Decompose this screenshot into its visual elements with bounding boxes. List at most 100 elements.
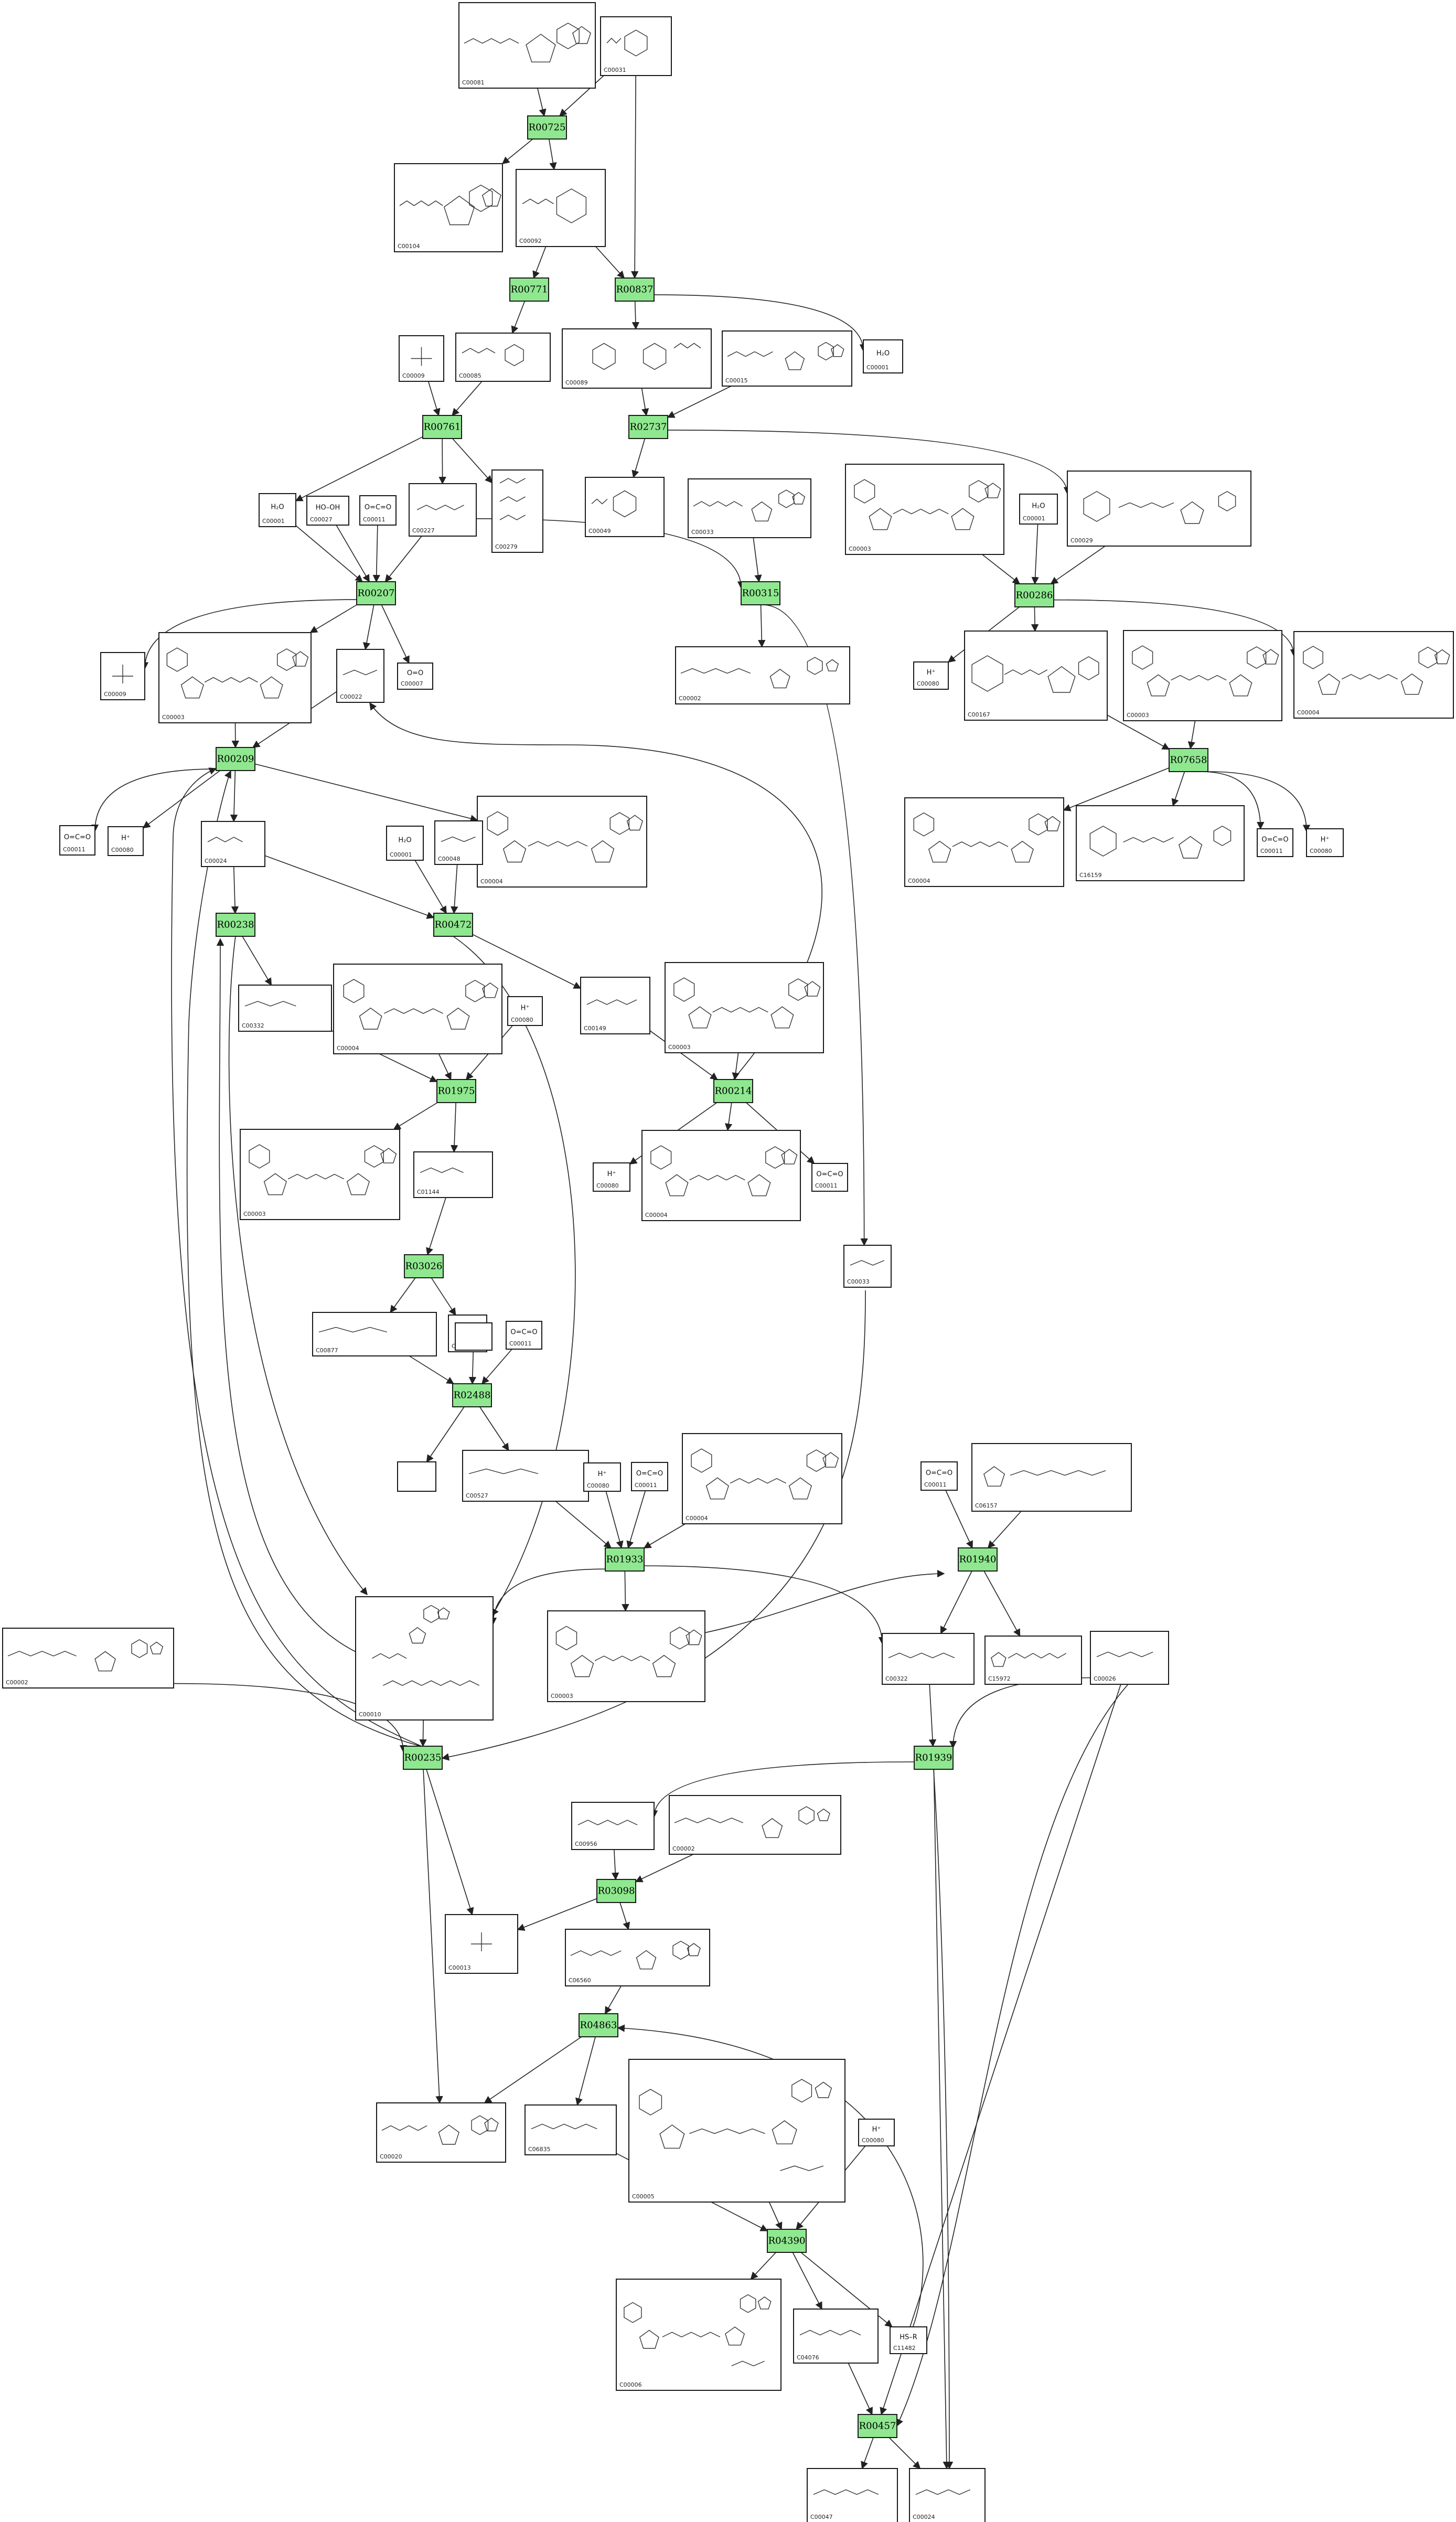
compound-c00033[interactable]: C00033: [843, 1245, 892, 1288]
reaction-r00725[interactable]: R00725: [527, 115, 567, 140]
compound-c06560[interactable]: C06560: [565, 1929, 710, 1986]
reaction-r01939[interactable]: R01939: [914, 1746, 954, 1770]
compound-c00080[interactable]: H⁺C00080: [507, 996, 543, 1026]
reaction-r03026[interactable]: R03026: [404, 1254, 444, 1278]
compound-empty[interactable]: [397, 1461, 436, 1492]
compound-c00956[interactable]: C00956: [571, 1802, 655, 1850]
reaction-r00457[interactable]: R00457: [858, 2414, 897, 2438]
compound-c00003[interactable]: C00003: [547, 1610, 705, 1702]
compound-c00004[interactable]: C00004: [641, 1130, 801, 1221]
compound-c00013[interactable]: C00013: [445, 1914, 518, 1974]
compound-c00004[interactable]: C00004: [682, 1433, 842, 1524]
compound-c00005[interactable]: C00005: [628, 2059, 845, 2203]
compound-c00047[interactable]: C00047: [807, 2468, 898, 2522]
reaction-r00235[interactable]: R00235: [403, 1746, 443, 1770]
compound-c00026[interactable]: C00026: [1090, 1631, 1169, 1685]
reaction-r00209[interactable]: R00209: [216, 747, 255, 771]
compound-c00033[interactable]: C00033: [688, 478, 811, 538]
compound-c00104[interactable]: C00104: [394, 163, 503, 252]
reaction-r00761[interactable]: R00761: [422, 415, 462, 439]
compound-c01144[interactable]: C01144: [413, 1151, 493, 1198]
compound-empty[interactable]: [455, 1322, 493, 1351]
compound-c00024[interactable]: C00024: [909, 2468, 986, 2522]
compound-c04076[interactable]: C04076: [793, 2309, 879, 2364]
reaction-r00472[interactable]: R00472: [433, 913, 473, 937]
compound-c00029[interactable]: C00029: [1067, 471, 1251, 547]
reaction-r01933[interactable]: R01933: [605, 1547, 645, 1572]
compound-c00009[interactable]: C00009: [100, 652, 145, 700]
compound-c00080[interactable]: H⁺C00080: [593, 1162, 630, 1192]
reaction-r02737[interactable]: R02737: [628, 415, 668, 439]
reaction-r03098[interactable]: R03098: [596, 1879, 636, 1903]
compound-c00020[interactable]: C00020: [376, 2102, 506, 2163]
compound-c00227[interactable]: C00227: [409, 483, 477, 537]
compound-c00002[interactable]: C00002: [669, 1795, 841, 1855]
compound-c00003[interactable]: C00003: [845, 464, 1004, 555]
compound-c00167[interactable]: C00167: [964, 630, 1108, 721]
compound-c00080[interactable]: H⁺C00080: [583, 1462, 621, 1492]
compound-c00092[interactable]: C00092: [516, 169, 606, 247]
reaction-r07658[interactable]: R07658: [1169, 748, 1208, 772]
compound-c00322[interactable]: C00322: [882, 1633, 975, 1685]
compound-c00002[interactable]: C00002: [675, 646, 850, 704]
compound-c00003[interactable]: C00003: [240, 1129, 400, 1220]
compound-c15972[interactable]: C15972: [984, 1636, 1082, 1685]
compound-c00080[interactable]: H⁺C00080: [1306, 828, 1344, 857]
compound-c06157[interactable]: C06157: [971, 1443, 1132, 1512]
compound-c00085[interactable]: C00085: [455, 333, 551, 382]
compound-c00031[interactable]: C00031: [600, 16, 672, 76]
compound-c00527[interactable]: C00527: [462, 1450, 589, 1502]
reaction-r00238[interactable]: R00238: [216, 913, 255, 937]
reaction-r04390[interactable]: R04390: [767, 2229, 807, 2253]
compound-c00048[interactable]: C00048: [434, 820, 483, 865]
compound-c00279[interactable]: C00279: [491, 469, 543, 553]
compound-c00149[interactable]: C00149: [580, 977, 650, 1034]
reaction-r01975[interactable]: R01975: [436, 1079, 476, 1103]
compound-c00089[interactable]: C00089: [562, 328, 712, 389]
reaction-r01940[interactable]: R01940: [958, 1547, 998, 1572]
reaction-r00837[interactable]: R00837: [615, 277, 655, 302]
compound-c00004[interactable]: C00004: [1293, 631, 1454, 719]
compound-c00004[interactable]: C00004: [333, 964, 502, 1054]
compound-c00010[interactable]: C00010: [355, 1596, 494, 1720]
compound-c06835[interactable]: C06835: [524, 2104, 617, 2155]
compound-c00004[interactable]: C00004: [904, 797, 1064, 887]
reaction-r00214[interactable]: R00214: [713, 1079, 753, 1103]
reaction-r02488[interactable]: R02488: [452, 1383, 492, 1407]
compound-c00332[interactable]: C00332: [238, 985, 332, 1032]
compound-c00003[interactable]: C00003: [1123, 630, 1282, 721]
compound-c00006[interactable]: C00006: [616, 2279, 781, 2391]
compound-c00009[interactable]: C00009: [399, 335, 444, 382]
compound-c00877[interactable]: C00877: [312, 1312, 437, 1356]
compound-c00049[interactable]: C00049: [585, 477, 665, 537]
compound-c00080[interactable]: H⁺C00080: [858, 2119, 895, 2146]
reaction-r04863[interactable]: R04863: [579, 2013, 618, 2037]
compound-c00024[interactable]: C00024: [201, 821, 265, 867]
reaction-r00207[interactable]: R00207: [356, 581, 396, 605]
reaction-r00286[interactable]: R00286: [1014, 583, 1054, 607]
reaction-r00315[interactable]: R00315: [741, 581, 780, 605]
compound-c00080[interactable]: H⁺C00080: [108, 826, 144, 856]
compound-c00002[interactable]: C00002: [2, 1628, 174, 1689]
compound-c00022[interactable]: C00022: [336, 649, 384, 703]
compound-c00080[interactable]: H⁺C00080: [913, 661, 949, 690]
reaction-r00771[interactable]: R00771: [509, 277, 549, 302]
compound-c00003[interactable]: C00003: [665, 962, 824, 1053]
compound-c00003[interactable]: C00003: [158, 632, 312, 723]
compound-c16159[interactable]: C16159: [1076, 805, 1245, 881]
compound-c00004[interactable]: C00004: [477, 796, 647, 888]
